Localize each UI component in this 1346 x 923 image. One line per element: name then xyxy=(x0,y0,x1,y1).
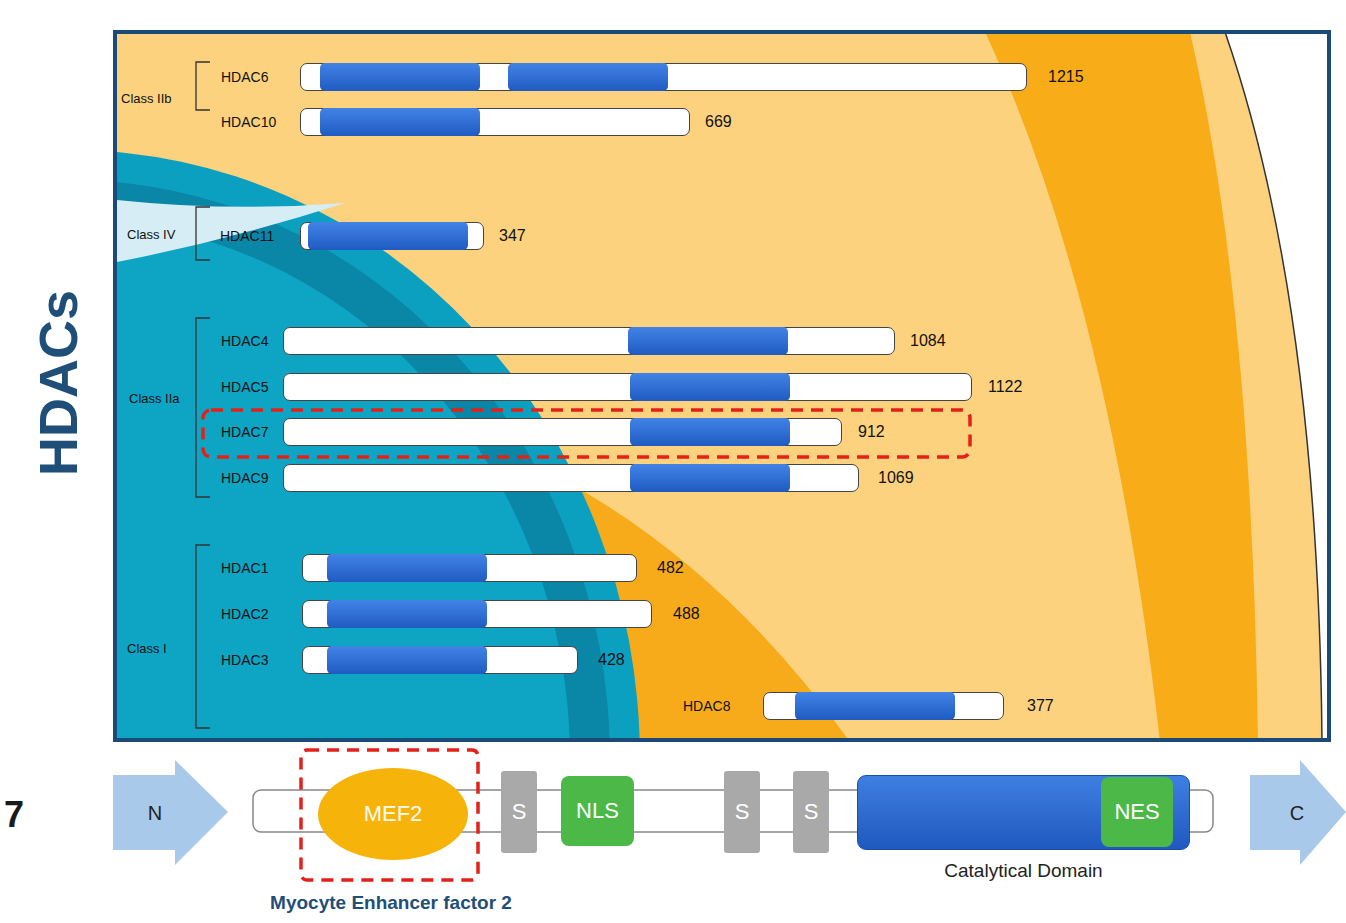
length-number: 428 xyxy=(598,652,625,668)
domain-block xyxy=(630,418,790,446)
protein-name: HDAC8 xyxy=(683,698,730,714)
highlight-box xyxy=(203,410,970,457)
mef2-domain: MEF2 xyxy=(318,768,468,860)
protein-bar: HDAC6 xyxy=(300,63,1027,91)
protein-name: HDAC6 xyxy=(221,69,268,85)
protein-name: HDAC7 xyxy=(221,424,268,440)
orange-band xyxy=(985,34,1258,738)
domain-block xyxy=(630,373,790,401)
domain-name: NES xyxy=(1114,799,1159,825)
protein-bar: HDAC11 xyxy=(300,222,484,250)
terminus-letter: N xyxy=(148,801,162,824)
nes-signal: NES xyxy=(1101,777,1173,847)
protein-bar: HDAC9 xyxy=(283,464,859,492)
protein-bar: HDAC7 xyxy=(283,418,842,446)
protein-name: HDAC10 xyxy=(221,114,276,130)
terminus-arrow: N xyxy=(113,760,228,865)
domain-block xyxy=(628,327,788,355)
serine-site: S xyxy=(501,771,537,853)
domain-name: NLS xyxy=(576,798,619,824)
protein-name: HDAC1 xyxy=(221,560,268,576)
class-bracket xyxy=(196,62,210,110)
length-number: 377 xyxy=(1027,698,1054,714)
length-number: 482 xyxy=(657,560,684,576)
protein-bar: HDAC1 xyxy=(302,554,637,582)
length-number: 669 xyxy=(705,114,732,130)
protein-name: HDAC5 xyxy=(221,379,268,395)
class-label: Class IIa xyxy=(129,392,180,405)
domain-name: S xyxy=(512,799,527,825)
nls-signal: NLS xyxy=(561,776,634,846)
domain-caption: Myocyte Enhancer factor 2 xyxy=(270,893,512,912)
domain-block xyxy=(327,554,487,582)
class-bracket xyxy=(196,318,210,497)
protein-name: HDAC3 xyxy=(221,652,268,668)
terminus-arrow: C xyxy=(1250,760,1346,865)
domain-name: S xyxy=(735,799,750,825)
protein-name: HDAC9 xyxy=(221,470,268,486)
teal-band xyxy=(117,180,610,738)
protein-bar: HDAC5 xyxy=(283,373,972,401)
terminus-letter: C xyxy=(1290,801,1304,824)
domain-name: S xyxy=(804,799,819,825)
protein-bar: HDAC2 xyxy=(302,600,652,628)
protein-bar: HDAC3 xyxy=(302,646,578,674)
class-label: Class I xyxy=(127,642,167,655)
length-number: 1122 xyxy=(988,379,1022,395)
domain-block xyxy=(320,63,480,91)
domain-block xyxy=(630,464,790,492)
edge-arc xyxy=(1225,34,1322,738)
protein-name: HDAC11 xyxy=(220,228,274,244)
panel-number: 7 xyxy=(4,797,24,833)
serine-site: S xyxy=(793,771,829,853)
domain-block xyxy=(508,63,668,91)
protein-name: HDAC4 xyxy=(221,333,268,349)
domain-block xyxy=(327,600,487,628)
panel-border xyxy=(115,32,1329,740)
class-label: Class IV xyxy=(127,228,175,241)
length-number: 1069 xyxy=(878,470,914,486)
protein-bar: HDAC10 xyxy=(300,108,690,136)
length-number: 912 xyxy=(858,424,885,440)
length-number: 1215 xyxy=(1048,69,1084,85)
length-number: 1084 xyxy=(910,333,946,349)
protein-name: HDAC2 xyxy=(221,606,268,622)
domain-name: MEF2 xyxy=(364,801,423,827)
domain-block xyxy=(320,108,480,136)
highlight-box xyxy=(301,750,478,880)
domain-block xyxy=(795,692,955,720)
serine-site: S xyxy=(724,771,760,853)
axis-title: HDACs xyxy=(31,290,85,476)
class-bracket xyxy=(196,207,210,260)
domain-block xyxy=(327,646,487,674)
protein-bar: HDAC4 xyxy=(283,327,895,355)
catalytic-domain: Catalytical DomainNES xyxy=(857,775,1190,850)
protein-bar: HDAC8 xyxy=(763,692,1004,720)
domain-block xyxy=(308,222,468,250)
length-number: 347 xyxy=(499,228,526,244)
class-bracket xyxy=(196,545,210,728)
arrow-fill xyxy=(113,760,228,865)
length-number: 488 xyxy=(673,606,700,622)
white-edge xyxy=(1225,34,1327,738)
arrow-shape xyxy=(113,760,228,865)
arrow-fill xyxy=(1250,760,1346,865)
class-label: Class IIb xyxy=(121,92,172,105)
domain-caption: Catalytical Domain xyxy=(944,860,1102,882)
